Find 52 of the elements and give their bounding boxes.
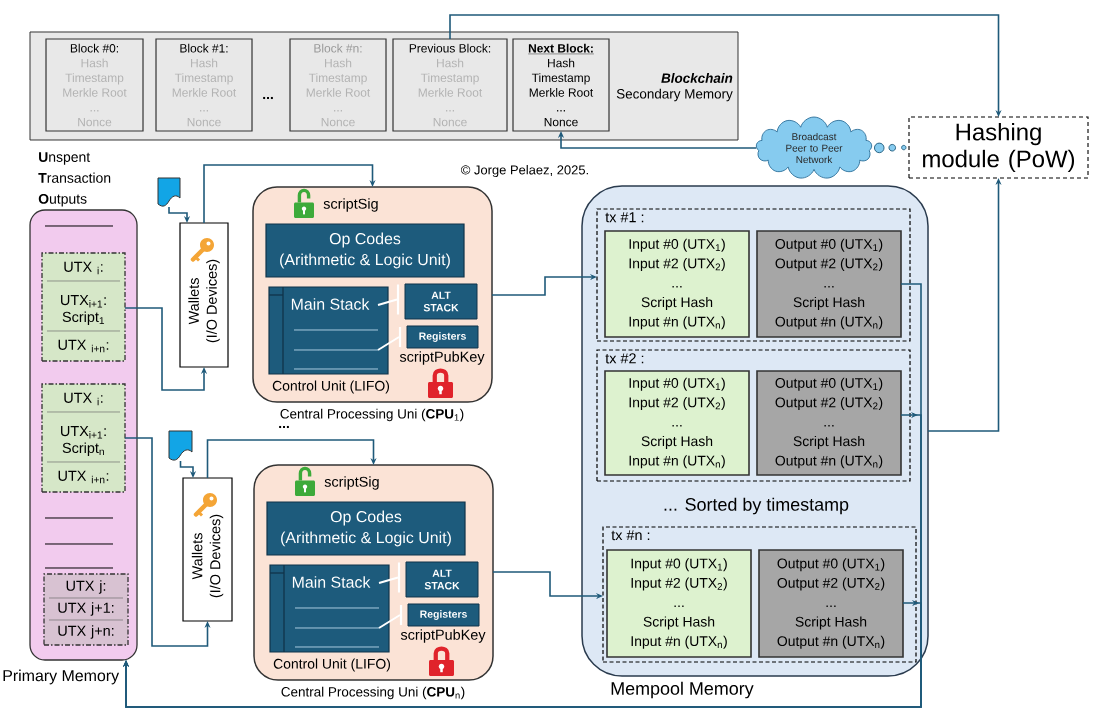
arrow (491, 273, 597, 296)
connector-line (378, 576, 399, 584)
input-box: Input #0 (UTX$_{1}$) Input #2 (UTX$_{2}$) ... Script Hash Input #n (UTX$_{n}$) (604, 230, 750, 338)
unit-label: Control Unit (LIFO) (272, 380, 390, 394)
arrow (206, 439, 377, 479)
bubble-trail (874, 142, 907, 154)
opcode-box: Op Codes (Arithmetic & Logic Unit) (265, 223, 465, 278)
block-card: Next Block: Hash Timestamp Merkle Root ... Nonce (512, 38, 610, 132)
output-box: Output #0 (UTX$_{1}$) Output #2 (UTX$_{2}$) ... Script Hash Output #n (UTX$_{n}$) (758, 549, 904, 658)
arrow (122, 599, 922, 708)
wallet-box: Wallets (I/O Devices) (179, 222, 229, 368)
input-box: Input #0 (UTX$_{1}$) Input #2 (UTX$_{2}$) ... Script Hash Input #n (UTX$_{n}$) (606, 549, 752, 658)
document-icon (168, 430, 193, 461)
utxo-list: UTX $_{i}$: UTX$_{i+1}$: Script$_{n}$ UTX $_{i+n}$: (41, 383, 126, 493)
script-label: scriptSig (323, 198, 378, 212)
panel-title: Unspent Transaction Outputs (38, 152, 111, 207)
panel-caption: Primary Memory (3, 669, 120, 685)
wallet-box: Wallets (I/O Devices) (182, 477, 233, 622)
arrow (179, 460, 197, 478)
cpu-caption: Central Processing Uni (CPU$_{n}$) (281, 686, 465, 700)
script-label: scriptPubKey (399, 351, 485, 365)
register-box: Registers (407, 603, 480, 627)
sort-note: ... Sorted by timestamp (664, 497, 849, 515)
ellipsis: ... (263, 96, 273, 100)
alt-stack-box: ALT STACK (404, 283, 478, 320)
arrow (203, 164, 376, 224)
stack-box: Main Stack (268, 286, 389, 375)
stack-box: Main Stack (269, 564, 390, 653)
network-cloud: Broadcast Peer to Peer Network (755, 116, 873, 179)
arrow (557, 131, 757, 149)
arrow (449, 14, 1002, 117)
utxo-list: UTX j: UTX j+1: UTX j+n: (43, 573, 129, 646)
connector-line (377, 336, 400, 351)
module-box: Hashing module (PoW) (908, 116, 1089, 179)
document-icon (157, 177, 181, 207)
utxo-list: UTX $_{i}$: UTX$_{i+1}$: Script$_{1}$ UTX $_{i+n}$: (41, 252, 126, 362)
ellipsis: ... (279, 425, 289, 429)
opcode-box: Op Codes (Arithmetic & Logic Unit) (266, 501, 466, 556)
unit-label: Control Unit (LIFO) (273, 658, 391, 672)
script-label: scriptSig (324, 476, 379, 490)
input-box: Input #0 (UTX$_{1}$) Input #2 (UTX$_{2}$) ... Script Hash Input #n (UTX$_{n}$) (604, 370, 750, 476)
output-box: Output #0 (UTX$_{1}$) Output #2 (UTX$_{2}$) ... Script Hash Output #n (UTX$_{n}$) (756, 370, 902, 476)
connector-line (377, 298, 398, 306)
connector-line (378, 614, 401, 629)
cpu-caption: Central Processing Uni (CPU$_{1}$) (280, 408, 464, 422)
register-box: Registers (406, 325, 479, 349)
copyright-note: © Jorge Pelaez, 2025. (461, 164, 588, 178)
arrow (168, 206, 191, 223)
output-box: Output #0 (UTX$_{1}$) Output #2 (UTX$_{2}$) ... Script Hash Output #n (UTX$_{n}$) (756, 230, 902, 338)
panel-caption: Mempool Memory (611, 681, 754, 699)
alt-stack-box: ALT STACK (405, 561, 479, 598)
script-label: scriptPubKey (400, 629, 486, 643)
